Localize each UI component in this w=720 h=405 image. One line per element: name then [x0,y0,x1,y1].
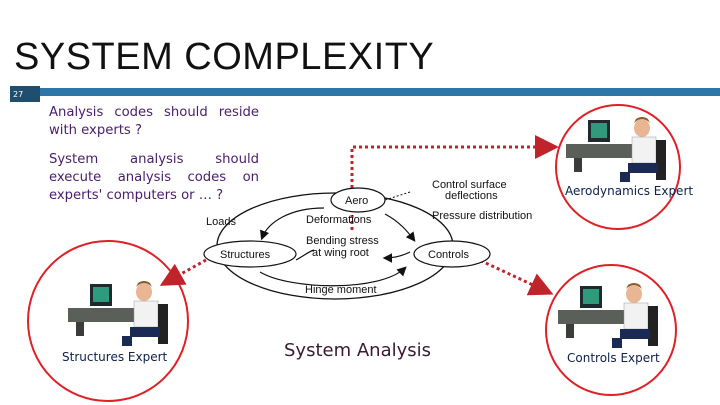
label-loads: Loads [206,216,236,228]
aero-link [350,135,559,230]
controls-node [413,240,491,268]
aero-expert-label: Aerodynamics Expert [565,184,694,198]
controls-link [474,256,554,296]
header-bar-dark [10,86,40,102]
question-text-1: Analysis codes should reside with expert… [49,105,259,138]
structures-node [203,240,297,268]
label-deflections: deflections [445,190,498,202]
structures-link [159,258,207,286]
label-pressure: Pressure distribution [432,210,532,222]
slide-title: SYSTEM COMPLEXITY [14,36,435,78]
controls-expert-circle [545,264,677,396]
system-analysis-label: System Analysis [284,340,432,361]
aero-node [330,187,386,213]
node-structures-label: Structures [220,249,271,261]
computer-user-icon [68,281,168,346]
label-control-surface: Control surface [432,179,507,191]
node-controls-label: Controls [428,249,469,261]
header-bar [40,88,720,96]
computer-user-icon [566,117,666,182]
label-hinge-moment: Hinge moment [305,284,377,296]
aero-expert-circle [555,104,681,230]
label-wing-root: at wing root [312,247,369,259]
label-deformations: Deformations [306,214,372,226]
node-aero-label: Aero [345,195,368,207]
label-bending-stress: Bending stress [306,235,379,247]
structures-expert-label: Structures Expert [62,350,168,364]
slide-number: 27 [13,90,24,99]
question-text-2: System analysis should execute analysis … [49,152,259,203]
controls-expert-label: Controls Expert [567,351,660,365]
computer-user-icon [558,283,658,348]
